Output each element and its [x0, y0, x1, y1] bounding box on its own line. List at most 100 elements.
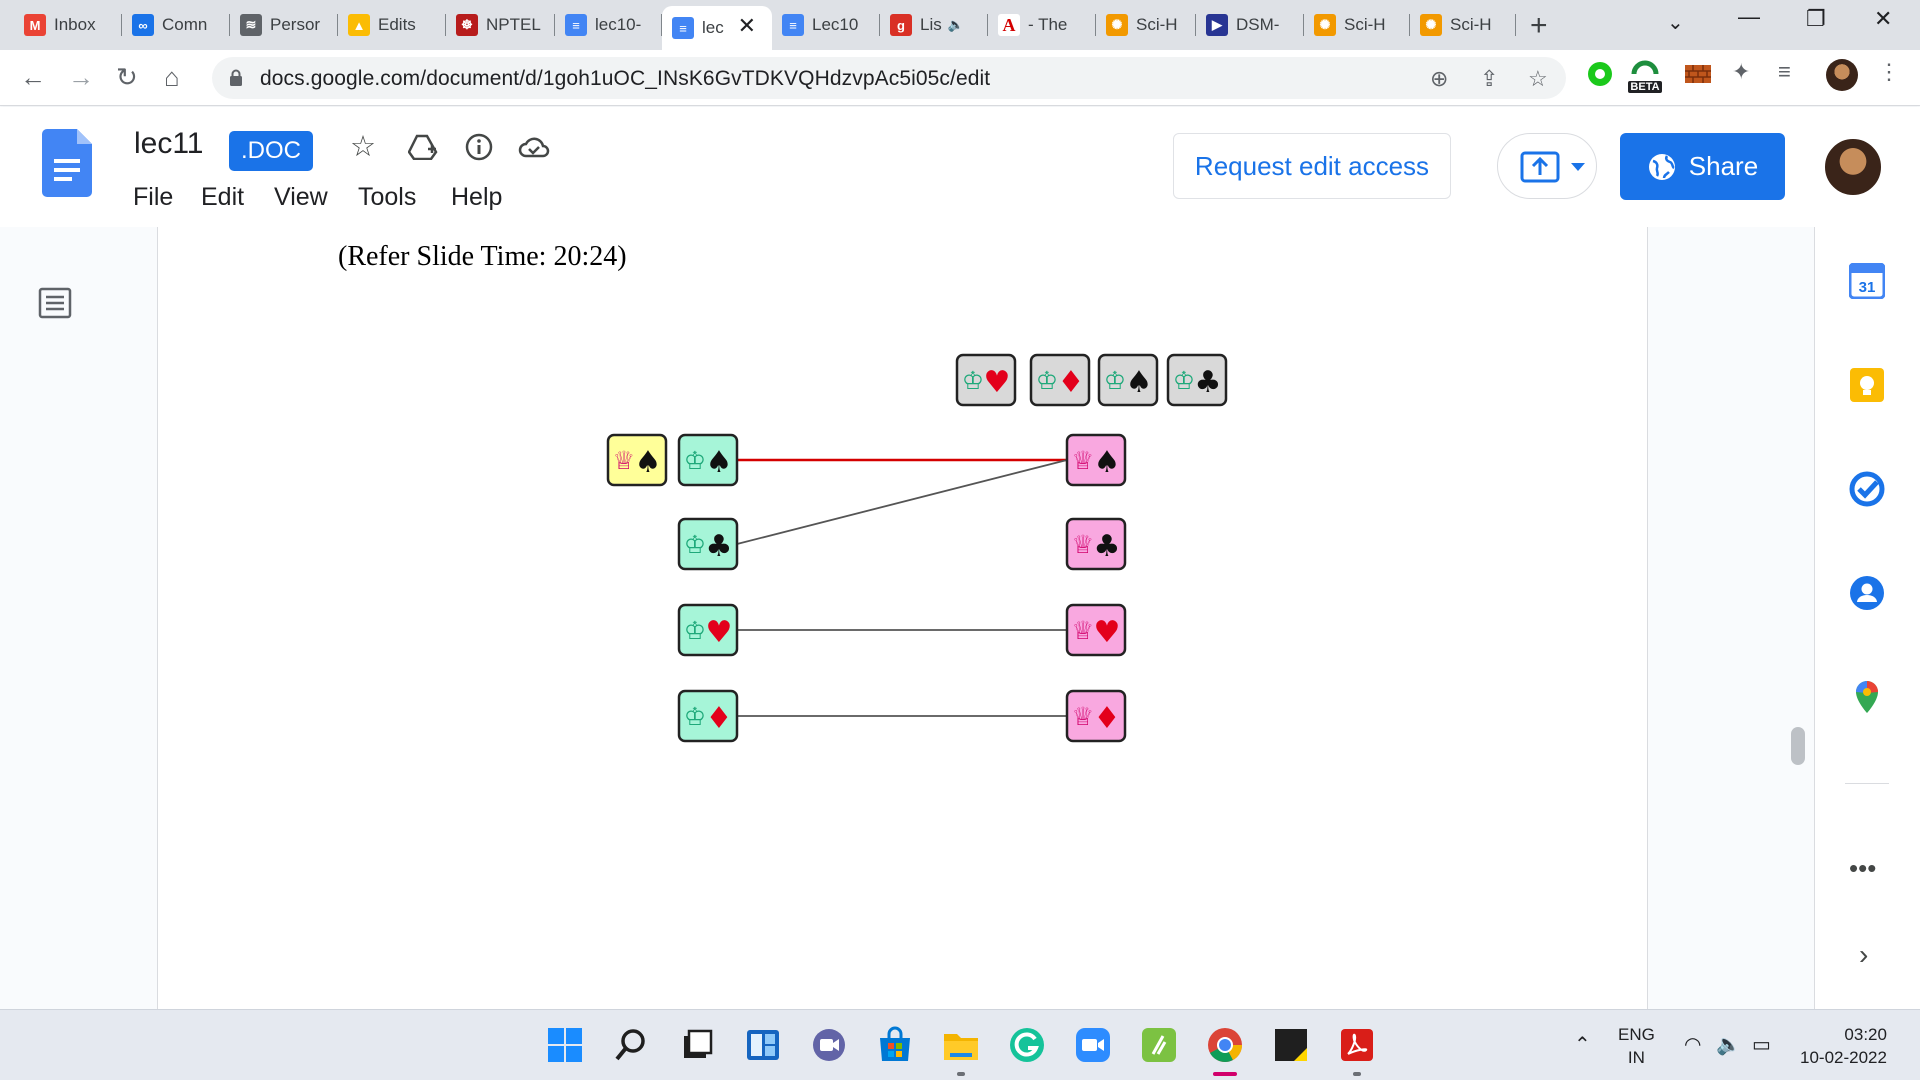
browser-tab[interactable]: ∞Comn [122, 6, 230, 44]
chrome-icon[interactable] [1206, 1026, 1244, 1064]
browser-tab[interactable]: ✺Sci-H [1410, 6, 1516, 44]
browser-tab[interactable]: ▲Edits [338, 6, 446, 44]
menu-edit[interactable]: Edit [201, 183, 245, 211]
cloud-saved-icon [518, 137, 550, 158]
user-avatar[interactable] [1823, 137, 1883, 197]
bookmark-star-icon[interactable]: ☆ [1528, 66, 1548, 91]
menu-help[interactable]: Help [451, 183, 503, 211]
add-shortcut-drive-icon[interactable] [408, 134, 438, 160]
acrobat-icon[interactable] [1338, 1026, 1376, 1064]
grammarly-icon[interactable] [1008, 1026, 1046, 1064]
tab-separator [445, 14, 446, 36]
google-docs-logo-icon[interactable] [42, 129, 92, 197]
clock-date: 10-02-2022 [1800, 1048, 1887, 1067]
reading-list-icon[interactable]: ≡ [1778, 59, 1791, 84]
request-edit-access-button[interactable]: Request edit access [1173, 133, 1451, 199]
widgets-icon[interactable] [744, 1026, 782, 1064]
matching-diagram: ♔♥♔♦♔♠♔♣♕♠♔♠♔♣♔♥♔♦♕♠♕♣♕♥♕♦ [606, 353, 1228, 743]
close-tab-icon[interactable]: ✕ [737, 13, 756, 38]
restore-icon[interactable]: ❐ [1806, 6, 1826, 31]
present-move-button[interactable] [1497, 133, 1597, 199]
card-background [1065, 689, 1127, 743]
extensions-puzzle-icon[interactable]: ✦ [1732, 59, 1751, 84]
heart-icon: ♥ [706, 615, 733, 650]
share-page-icon[interactable]: ⇪ [1480, 66, 1499, 91]
zoom-icon[interactable]: ⊕ [1430, 66, 1449, 91]
tab-separator [879, 14, 880, 36]
wifi-icon[interactable]: ◠ [1684, 1034, 1702, 1056]
address-bar[interactable]: docs.google.com/document/d/1goh1uOC_INsK… [212, 57, 1566, 99]
card-background [606, 433, 668, 487]
browser-tab[interactable]: ≋Persor [230, 6, 338, 44]
heart-icon: ♥ [984, 365, 1011, 400]
browser-tab[interactable]: ≡Lec10 [772, 6, 880, 44]
beta-extension-icon[interactable]: BETA [1628, 54, 1662, 94]
zoom-app-icon[interactable] [1074, 1026, 1112, 1064]
browser-tab[interactable]: ✺Sci-H [1096, 6, 1196, 44]
evernote-icon[interactable] [1140, 1026, 1178, 1064]
menu-file[interactable]: File [133, 183, 174, 211]
url-text[interactable]: docs.google.com/document/d/1goh1uOC_INsK… [260, 67, 991, 90]
browser-tab[interactable]: A- The [988, 6, 1096, 44]
region-code: IN [1627, 1048, 1645, 1067]
volume-icon[interactable]: 🔈 [1716, 1034, 1741, 1056]
minimize-icon[interactable]: — [1738, 4, 1760, 29]
forward-arrow-icon[interactable]: → [68, 62, 94, 92]
language-code: ENG [1618, 1025, 1655, 1044]
profile-avatar[interactable] [1826, 59, 1858, 91]
lock-icon [230, 69, 242, 86]
share-label: Share [1688, 151, 1759, 181]
document-outline-icon[interactable] [38, 286, 72, 320]
calendar-icon[interactable]: 31 [1849, 263, 1885, 299]
tasks-icon[interactable] [1849, 471, 1885, 507]
document-title[interactable]: lec11 [134, 127, 204, 160]
unmatched-king-card: ♔♣ [1166, 353, 1228, 407]
browser-tab[interactable]: ≡lec10- [555, 6, 662, 44]
sticky-notes-icon[interactable] [1272, 1026, 1310, 1064]
maps-icon[interactable] [1849, 679, 1885, 715]
contacts-icon[interactable] [1849, 575, 1885, 611]
star-icon[interactable]: ☆ [350, 131, 376, 163]
close-window-icon[interactable]: ✕ [1874, 6, 1893, 31]
king-icon: ♔ [1036, 366, 1058, 395]
menu-tools[interactable]: Tools [358, 183, 417, 211]
task-view-icon[interactable] [678, 1026, 716, 1064]
tab-search-chevron-icon[interactable]: ⌄ [1667, 12, 1684, 34]
keep-icon[interactable] [1849, 367, 1885, 403]
windows-start-icon[interactable] [546, 1026, 584, 1064]
expand-panel-chevron-icon[interactable]: › [1859, 939, 1869, 970]
teams-chat-icon[interactable] [810, 1026, 848, 1064]
scrollbar-thumb[interactable] [1791, 727, 1805, 765]
reload-icon[interactable]: ↻ [116, 62, 138, 92]
tab-label: lec [702, 18, 724, 37]
microsoft-store-icon[interactable] [876, 1026, 914, 1064]
tab-label: Sci-H [1344, 15, 1386, 34]
extension-green-icon[interactable] [1587, 61, 1613, 87]
running-indicator [957, 1072, 965, 1076]
browser-tab[interactable]: ✺Sci-H [1304, 6, 1410, 44]
language-indicator[interactable]: ENG IN [1618, 1023, 1655, 1069]
new-tab-button[interactable]: + [1530, 9, 1548, 42]
clock[interactable]: 03:20 10-02-2022 [1800, 1023, 1887, 1069]
menu-view[interactable]: View [274, 183, 328, 211]
tab-separator [987, 14, 988, 36]
more-apps-icon[interactable]: ••• [1849, 853, 1877, 883]
search-icon[interactable] [612, 1026, 650, 1064]
home-icon[interactable]: ⌂ [164, 62, 180, 92]
tab-audio-icon[interactable]: 🔈 [947, 17, 964, 32]
share-button[interactable]: Share [1620, 133, 1785, 200]
back-arrow-icon[interactable]: ← [20, 62, 46, 92]
file-explorer-icon[interactable] [942, 1026, 980, 1064]
browser-tab[interactable]: ▶DSM- [1196, 6, 1304, 44]
browser-menu-icon[interactable]: ⋮ [1878, 59, 1900, 84]
show-hidden-icons-chevron-icon[interactable]: ⌃ [1574, 1034, 1591, 1056]
browser-tab[interactable]: ≡lec✕ [662, 6, 772, 50]
battery-icon[interactable]: ▭ [1752, 1034, 1771, 1056]
card-background [1166, 353, 1228, 407]
info-icon[interactable] [465, 133, 493, 161]
tab-label: lec10- [595, 15, 642, 34]
brick-extension-icon[interactable] [1684, 61, 1712, 87]
browser-tab[interactable]: ☸NPTEL [446, 6, 555, 44]
